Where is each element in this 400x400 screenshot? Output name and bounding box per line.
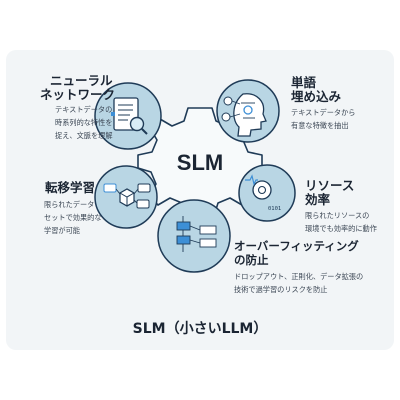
center-label: SLM (177, 150, 223, 175)
word-embedding-desc-1: テキストデータから (291, 108, 356, 117)
overfitting-desc-2: 技術で過学習のリスクを防止 (234, 285, 328, 294)
neural-network-title-1: ニューラル (50, 73, 113, 88)
word-embedding-title-1: 単語 (291, 75, 317, 90)
word-embedding-title-2: 埋め込み (291, 89, 342, 104)
neural-network-desc-3: 捉え、文脈を理解 (55, 131, 113, 140)
transfer-learning-title: 転移学習 (45, 180, 96, 195)
footer-title: SLM（小さいLLM） (132, 321, 268, 337)
neural-network-desc-1: テキストデータの (55, 105, 113, 114)
overfitting-desc-1: ドロップアウト、正則化、データ拡張の (234, 272, 364, 281)
transfer-learning-desc-2: セットで効果的な (44, 213, 102, 222)
transfer-learning-desc-3: 学習が可能 (44, 226, 80, 235)
neural-network-node (94, 82, 162, 150)
transfer-learning-node (94, 165, 158, 229)
resource-efficiency-title-1: リソース (305, 178, 355, 193)
resource-efficiency-title-2: 効率 (305, 192, 331, 207)
neural-network-desc-2: 時系列的な特性を (55, 118, 113, 127)
overfitting-title-1: オーバーフィッティング (234, 239, 359, 253)
resource-efficiency-node: 0101 (238, 164, 296, 222)
resource-efficiency-desc-1: 限られたリソースの (305, 211, 370, 220)
neural-network-title-2: ネットワーク (40, 87, 116, 102)
word-embedding-node (216, 79, 280, 143)
transfer-network-icon (103, 183, 151, 209)
overfitting-node (157, 199, 231, 273)
flowchart-icon (176, 216, 217, 252)
overfitting-title-2: の防止 (234, 253, 269, 267)
svg-text:0101: 0101 (268, 206, 281, 212)
document-search-icon (111, 97, 148, 135)
ai-head-icon (221, 93, 267, 137)
resource-efficiency-desc-2: 環境でも効率的に動作 (305, 224, 377, 233)
transfer-learning-desc-1: 限られたデータ (44, 200, 95, 209)
gear-binary-icon: 0101 (245, 174, 281, 212)
word-embedding-desc-2: 有意な特徴を抽出 (291, 121, 349, 130)
